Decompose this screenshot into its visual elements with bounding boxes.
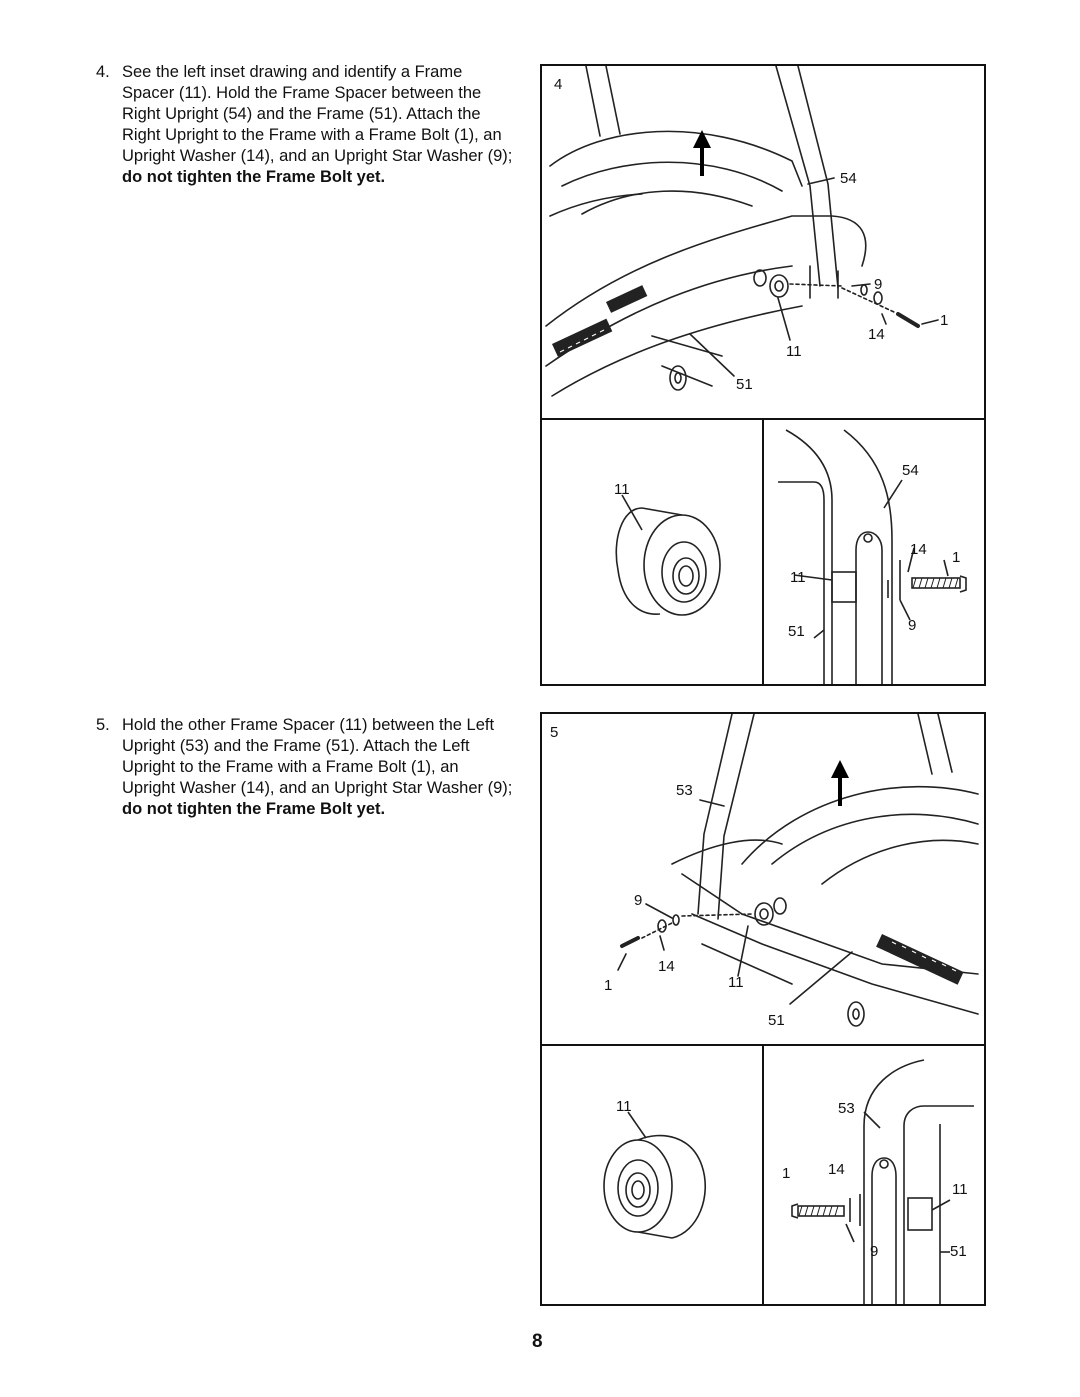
- figure-5-inset-spacer: 11: [540, 1044, 764, 1306]
- label-frame-5: 51: [768, 1012, 785, 1029]
- treadmill-right-upright-drawing: [545, 66, 939, 397]
- label-upright-washer: 14: [868, 326, 885, 343]
- inset-spacer-label: 11: [614, 481, 630, 498]
- upright-bolt-detail-drawing: [778, 429, 967, 684]
- label-left-upright: 53: [676, 782, 693, 799]
- figure-4-inset-spacer: 11: [540, 418, 764, 686]
- step-5-warning: do not tighten the Frame Bolt yet.: [122, 800, 386, 818]
- label-frame-spacer: 11: [786, 343, 802, 360]
- inset-washer-label: 14: [910, 541, 927, 558]
- inset-right-upright-label: 54: [902, 462, 919, 479]
- frame-spacer-drawing-5: [603, 1111, 707, 1239]
- step-4-number: 4.: [96, 63, 110, 81]
- inset-left-upright-label: 53: [838, 1100, 855, 1117]
- inset-spacer-label-5: 11: [616, 1098, 632, 1115]
- step-4-instructions: 4. See the left inset drawing and identi…: [96, 62, 516, 188]
- inset-star-washer-label: 9: [908, 617, 917, 634]
- step-4-warning: do not tighten the Frame Bolt yet.: [122, 168, 386, 186]
- inset-star-washer-label-5: 9: [870, 1243, 879, 1260]
- figure-5-inset-bolt: 53 1 14 11 9 51: [762, 1044, 986, 1306]
- label-star-washer-5: 9: [634, 892, 643, 909]
- inset-bolt-label: 1: [952, 549, 961, 566]
- inset-washer-label-5: 14: [828, 1161, 845, 1178]
- treadmill-left-upright-drawing: [617, 714, 979, 1027]
- inset-spacer-number: 11: [790, 569, 806, 586]
- label-frame-bolt: 1: [940, 312, 949, 329]
- step-5-text: Hold the other Frame Spacer (11) between…: [122, 716, 513, 797]
- label-frame-spacer-5: 11: [728, 974, 744, 991]
- page-number: 8: [532, 1331, 543, 1352]
- figure-5-number: 5: [550, 724, 559, 741]
- figure-5-main: 5 53 9 14 1 11 51: [540, 712, 986, 1046]
- label-star-washer: 9: [874, 276, 883, 293]
- figure-4-main: 4 54 9 1 14 11 51: [540, 64, 986, 420]
- label-upright-washer-5: 14: [658, 958, 675, 975]
- step-4-text: See the left inset drawing and identify …: [122, 63, 513, 165]
- figure-4-number: 4: [554, 76, 563, 93]
- step-5-instructions: 5. Hold the other Frame Spacer (11) betw…: [96, 715, 516, 820]
- figure-4-inset-bolt: 54 14 1 11 51 9: [762, 418, 986, 686]
- inset-bolt-label-5: 1: [782, 1165, 791, 1182]
- frame-spacer-drawing: [615, 494, 721, 616]
- label-frame: 51: [736, 376, 753, 393]
- label-right-upright: 54: [840, 170, 857, 187]
- inset-frame-label-5: 51: [950, 1243, 967, 1260]
- inset-spacer-number-5: 11: [952, 1181, 968, 1198]
- upright-bolt-detail-drawing-5: [791, 1059, 974, 1304]
- step-5-number: 5.: [96, 716, 110, 734]
- inset-frame-label: 51: [788, 623, 805, 640]
- label-frame-bolt-5: 1: [604, 977, 613, 994]
